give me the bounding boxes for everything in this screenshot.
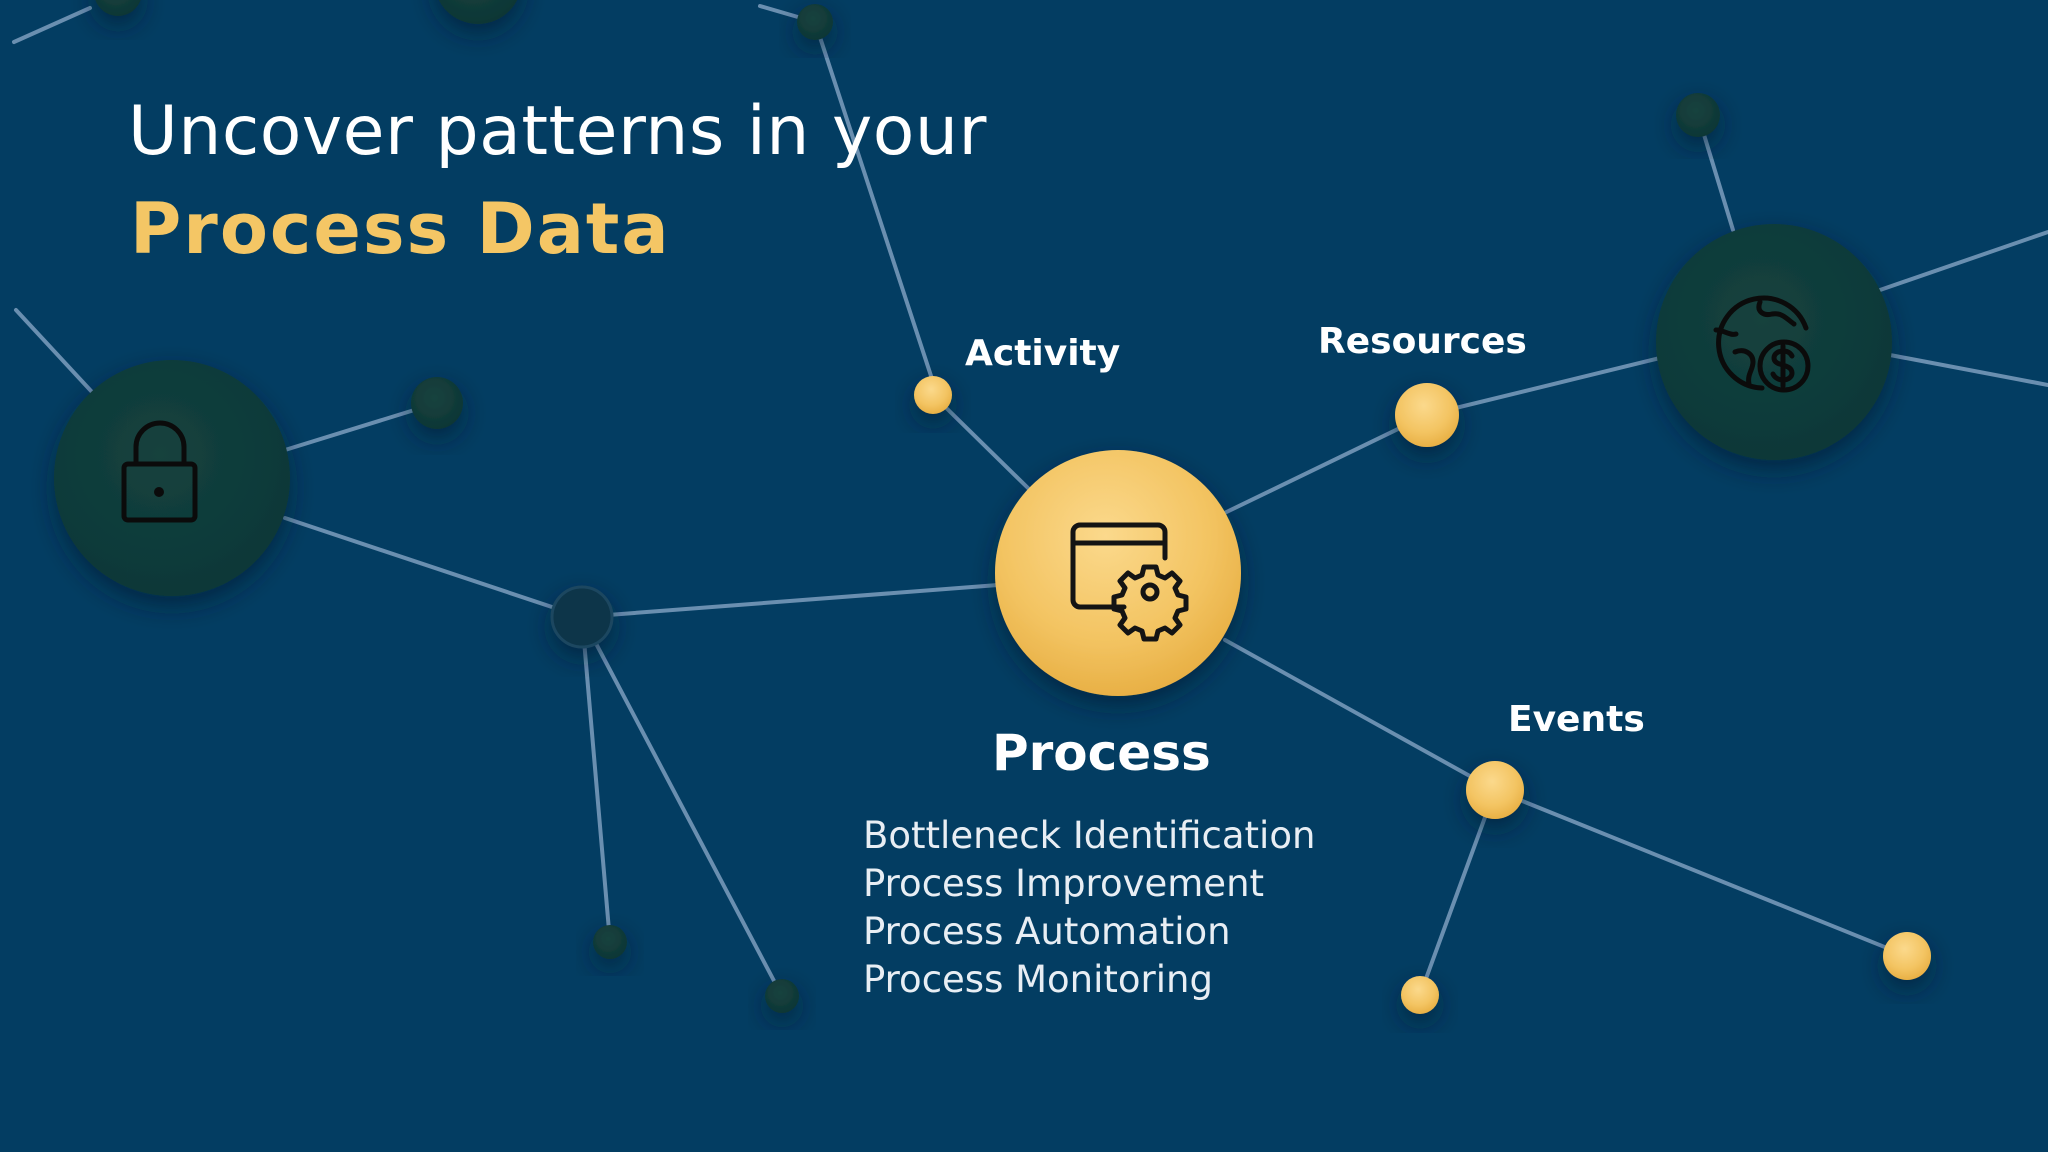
dark-node [95, 0, 141, 16]
headline-accent: Process Data [130, 188, 671, 270]
dark-node [411, 377, 463, 429]
list-item: Process Automation [863, 910, 1231, 953]
dark-node [765, 979, 799, 1013]
edge [580, 615, 612, 944]
edge [813, 20, 935, 384]
dark-node [438, 0, 518, 24]
headline: Uncover patterns in your [128, 92, 987, 171]
list-item: Process Improvement [863, 862, 1265, 905]
list-item: Bottleneck Identification [863, 814, 1316, 857]
resources-label: Resources [1318, 321, 1527, 362]
gold-node [1883, 932, 1931, 980]
edges [12, 4, 2048, 998]
dark-node [797, 4, 833, 40]
dark-node [1676, 93, 1720, 137]
process-title: Process [992, 724, 1211, 782]
edge [14, 308, 94, 394]
edge [580, 583, 1000, 619]
events-label: Events [1508, 699, 1645, 740]
edge [12, 6, 92, 44]
edge [1888, 353, 2048, 387]
gold-node [1401, 976, 1439, 1014]
edge [1493, 788, 1909, 958]
process-list: Bottleneck Identification Process Improv… [863, 812, 1315, 1004]
lock-icon [121, 420, 198, 523]
edge [931, 393, 1032, 492]
edge [1425, 356, 1662, 417]
dark-node [593, 925, 627, 959]
activity-label: Activity [965, 333, 1121, 374]
edge [1878, 230, 2048, 292]
lock-node [54, 360, 290, 596]
edge [283, 516, 584, 619]
activity-node [914, 376, 952, 414]
edge [1208, 413, 1429, 522]
events-node [1466, 761, 1524, 819]
resources-node [1395, 383, 1459, 447]
edge [1223, 638, 1497, 792]
list-item: Process Monitoring [863, 958, 1213, 1001]
globe-dollar-icon [1713, 295, 1811, 393]
edge [283, 401, 439, 452]
process-node [995, 450, 1241, 696]
browser-gear-icon [1070, 522, 1189, 642]
edge [580, 615, 784, 998]
hub-node [550, 585, 614, 649]
edge [1418, 788, 1497, 997]
